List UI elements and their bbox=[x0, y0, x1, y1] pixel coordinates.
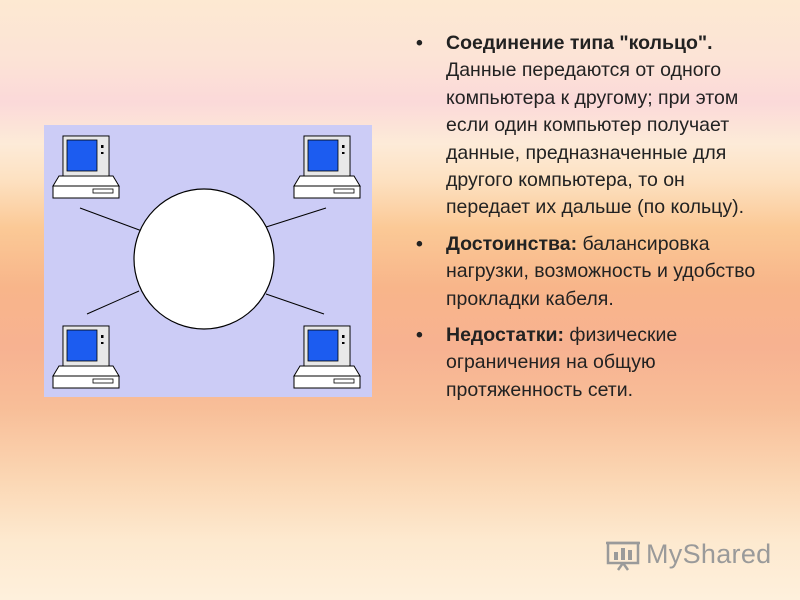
computer-icon-bottom-left bbox=[52, 325, 120, 389]
advantages-text: балансировка нагрузки, возможность и удо… bbox=[446, 232, 756, 310]
watermark-text: MyShared bbox=[646, 538, 772, 569]
disadvantages-text: физические ограничения на общую протяжен… bbox=[446, 324, 678, 401]
bullet-icon: • bbox=[416, 32, 423, 54]
myshared-logo-icon bbox=[606, 541, 640, 571]
ring-topology-svg bbox=[52, 135, 361, 389]
ring-topology-diagram bbox=[44, 125, 372, 397]
computer-icon-top-left bbox=[52, 135, 120, 199]
cable-bottom-left bbox=[86, 290, 140, 315]
computer-icon-top-right bbox=[293, 135, 361, 199]
bullet-item-advantages: • Достоинства: балансировка нагрузки, воз… bbox=[414, 231, 766, 313]
cable-bottom-right bbox=[265, 293, 325, 315]
slide-text: • Соединение типа "кольцо". Данные переда… bbox=[414, 30, 766, 413]
myshared-watermark: MyShared bbox=[606, 536, 771, 572]
bullet-icon: • bbox=[416, 324, 423, 347]
disadvantages-heading: Недостатки: bbox=[446, 324, 564, 347]
ring bbox=[133, 188, 275, 330]
bullet-icon: • bbox=[416, 232, 423, 255]
advantages-heading: Достоинства: bbox=[446, 232, 578, 255]
bullet-item-ring-connection: • Соединение типа "кольцо". Данные переда… bbox=[414, 30, 766, 222]
cable-top-left bbox=[79, 207, 143, 232]
cable-top-right bbox=[262, 207, 327, 229]
ring-connection-heading: Соединение типа "кольцо". bbox=[446, 32, 713, 54]
computer-icon-bottom-right bbox=[293, 325, 361, 389]
ring-connection-text: Данные передаются от одного компьютера к… bbox=[446, 59, 745, 219]
bullet-list: • Соединение типа "кольцо". Данные переда… bbox=[414, 30, 766, 404]
bullet-item-disadvantages: • Недостатки: физические ограничения на о… bbox=[414, 322, 766, 404]
